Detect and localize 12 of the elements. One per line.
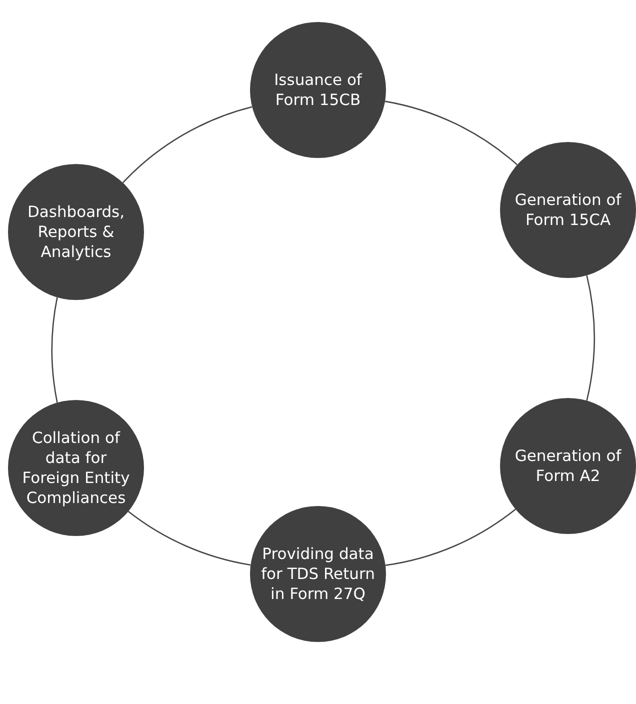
connector-arc [122, 106, 252, 184]
node-label: Issuance of Form 15CB [273, 70, 364, 110]
node-label: Collation of data for Foreign Entity Compliances [21, 428, 131, 508]
connector-arc [384, 100, 518, 166]
node-label: Dashboards, Reports & Analytics [26, 202, 126, 262]
connector-arc [128, 510, 251, 566]
connector-arc [51, 297, 58, 403]
node-label: Generation of Form A2 [514, 446, 622, 486]
connector-arc [586, 275, 595, 401]
node-label: Generation of Form 15CA [514, 190, 622, 230]
node-label: Providing data for TDS Return in Form 27Q [260, 544, 376, 604]
connector-arc [385, 508, 516, 566]
